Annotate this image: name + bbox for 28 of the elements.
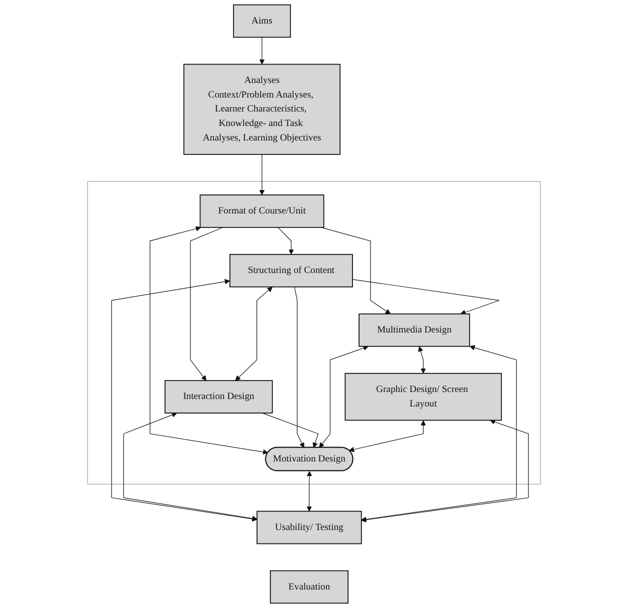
arrow [278, 227, 294, 255]
arrow [319, 346, 368, 448]
arrow [306, 471, 312, 512]
arrow [262, 412, 318, 448]
arrow [190, 227, 224, 381]
arrow [418, 346, 426, 374]
node-box: Structuring of Content [229, 254, 353, 288]
arrow [123, 412, 258, 521]
node-box: Aims [233, 4, 291, 38]
node-box: Usability/ Testing [256, 510, 362, 544]
cluster [87, 181, 541, 485]
node-box: Evaluation [270, 570, 348, 604]
arrow [320, 227, 391, 314]
node-box: Multimedia Design [358, 313, 470, 347]
arrow [259, 36, 265, 65]
arrow [150, 226, 268, 455]
node-box: Graphic Design/ Screen Layout [344, 372, 502, 421]
arrow [361, 419, 529, 522]
arrow [294, 286, 304, 448]
arrow [361, 345, 517, 522]
arrow [235, 286, 273, 381]
arrow [352, 279, 500, 315]
node-box: Format of Course/Unit [200, 194, 324, 228]
node-box: Interaction Design [164, 380, 273, 414]
arrow [111, 279, 258, 522]
arrow [259, 154, 265, 196]
arrow [348, 420, 426, 452]
node-box: Analyses Context/Problem Analyses, Learner Characteristics, Knowledge- and Task Analyses, Learning Objectives [183, 64, 341, 155]
